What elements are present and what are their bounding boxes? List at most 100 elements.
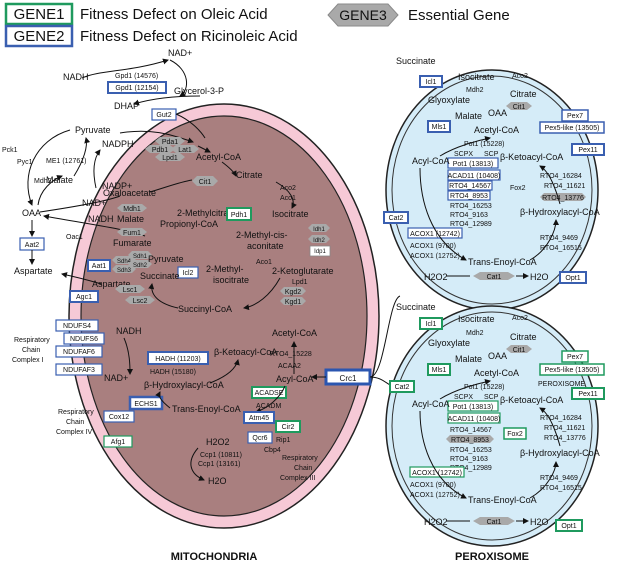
pt-icl1-box [419,75,443,88]
acadse-box [251,386,287,399]
pt-acox1-12742-label: ACOX1 (12742) [410,231,460,238]
pb-pex7-label: Pex7 [567,354,583,361]
pb-trans-enoyl: Trans-Enoyl-CoA [468,495,537,505]
gpd1-12154-label: Gpd1 (12154) [115,85,158,92]
pt-acad11-label: ACAD11 (10408) [448,173,501,180]
pb-icl1-box [419,317,443,330]
hadh-arrow [209,359,240,384]
acadm-label: ACADM [256,403,281,410]
legend-gene1-box [4,2,74,26]
ccp1-10811-label: Ccp1 (10811) [200,452,242,459]
gut2-arrow [175,113,206,139]
methyl-iso-1: 2-Methyl- [206,264,244,274]
pb-rto4-13776: RTO4_13776 [544,435,586,442]
pb-pex5like-label: Pex5-like (13505) [545,367,600,374]
mito-tca: Pda1 Pdb1 Lat1 Lpd1 Acetyl-CoA Cit1 Citr… [69,137,334,314]
sdh4-label: Sdh4 [117,259,132,265]
legend-gene2-box [4,24,74,48]
ccp1-13161-label: Ccp1 (13161) [198,461,240,468]
pt-opt1-box [559,271,587,284]
hadh-11203-label: HADH (11203) [155,356,200,363]
me1-label: ME1 (12761) [46,158,86,165]
pb-rto4-8953-label: RTO4_8953 [451,437,489,444]
afg1-label: Afg1 [111,439,126,446]
oaa-cyto: OAA [22,208,41,218]
pt-rto4-14567-box [447,180,493,191]
ech-arrow [155,391,171,409]
pt-acox-arrow [419,167,467,261]
legend-gene3-shape [327,3,399,27]
pt-cat2-box [383,211,409,224]
lpd1b-label: Lpd1 [292,279,308,286]
idh2-label: Idh2 [313,238,325,244]
resp-c1-1: Respiratory [14,337,50,344]
qcr6-box [247,431,273,444]
peroxisome-top-inner [391,75,593,305]
kgd1-shape [280,297,306,305]
ndufs6-label: NDUFS6 [70,336,98,343]
pb-pot1-15228: Pot1 (15228) [464,384,504,391]
cir2-box [275,420,301,433]
resp-c3-2: Chain [294,465,312,472]
pt-rto4-16284: RTO4_16284 [540,173,582,180]
succinate-mito: Succinate [140,271,180,281]
pt-cat1-shape [473,272,515,280]
h2o-mito: H2O [208,476,227,486]
pb-mls1-box [427,363,451,376]
pb-h2o: H2O [530,517,549,527]
ndufs4-label: NDUFS4 [63,323,91,330]
legend-gene1-desc: Fitness Defect on Oleic Acid [80,6,268,23]
aspartate-mito: Aspartate [92,279,131,289]
lat1-shape [171,145,199,153]
hadh-15180-label: HADH (15180) [150,369,196,376]
idh1-shape [308,224,330,232]
pb-oaa: OAA [488,351,507,361]
pb-cat2-label: Cat2 [395,384,410,391]
pb-cit1-label: Cit1 [513,347,526,354]
pt-pot1-15228: Pot1 (15228) [464,141,504,148]
pt-rto4-8953-box [447,190,491,201]
pb-opt1-box [555,519,583,532]
pb-opt1-label: Opt1 [561,523,576,530]
pb-h2o2: H2O2 [424,517,448,527]
pb-rto4-16284: RTO4_16284 [540,415,582,422]
resp-c1-3: Complex I [12,357,44,364]
pb-mls1-label: Mls1 [432,367,447,374]
pdh1-box [226,207,252,221]
pb-acox1-12742-label: ACOX1 (12742) [412,470,462,477]
pda1-label: Pda1 [162,139,178,146]
pt-rto4-16515: RTO4_16515 [540,245,582,252]
cit1-mito-label: Cit1 [199,179,212,186]
nadh-top: NADH [63,72,89,82]
ech1-box [128,395,164,411]
rto4-15228-label: RTO4_15228 [270,351,312,358]
acetyl-coa-mito-top: Acetyl-CoA [196,152,241,162]
pt-acad11-box [447,169,501,181]
pt-pex11-box [571,143,605,156]
pt-pex7-label: Pex7 [567,113,583,120]
resp-c3-3: Complex III [280,475,315,482]
legend-gene1-label: GENE1 [14,6,65,23]
pt-thiolase-arrow [439,136,491,157]
kgd2-shape [280,287,306,295]
aconitase-arrow [275,181,297,209]
pdh-arrow [197,145,211,153]
mitochondria-title: MITOCHONDRIA [171,551,258,563]
nadph-cyto: NADPH [102,139,134,149]
sdh3-label: Sdh3 [117,268,132,274]
nadh-oxidation-arrow [123,337,133,375]
me1-arrow [73,137,91,177]
pt-cat1-label: Cat1 [487,274,502,281]
legend-gene2-desc: Fitness Defect on Ricinoleic Acid [80,28,298,45]
pb-rto4-8953-shape [446,435,494,443]
pb-pex11-label: Pex11 [578,391,597,398]
cox12-label: Cox12 [109,414,129,421]
pt-cit1-shape [506,102,532,110]
lpd1-label: Lpd1 [162,155,178,162]
pt-h2o: H2O [530,272,549,282]
lsc2-shape [125,296,155,304]
citrate-mito: Citrate [236,170,263,180]
aspartate-cyto: Aspartate [14,266,53,276]
pdb1-shape [145,145,175,153]
nadp-plus-cyto: NADP+ [102,181,132,191]
